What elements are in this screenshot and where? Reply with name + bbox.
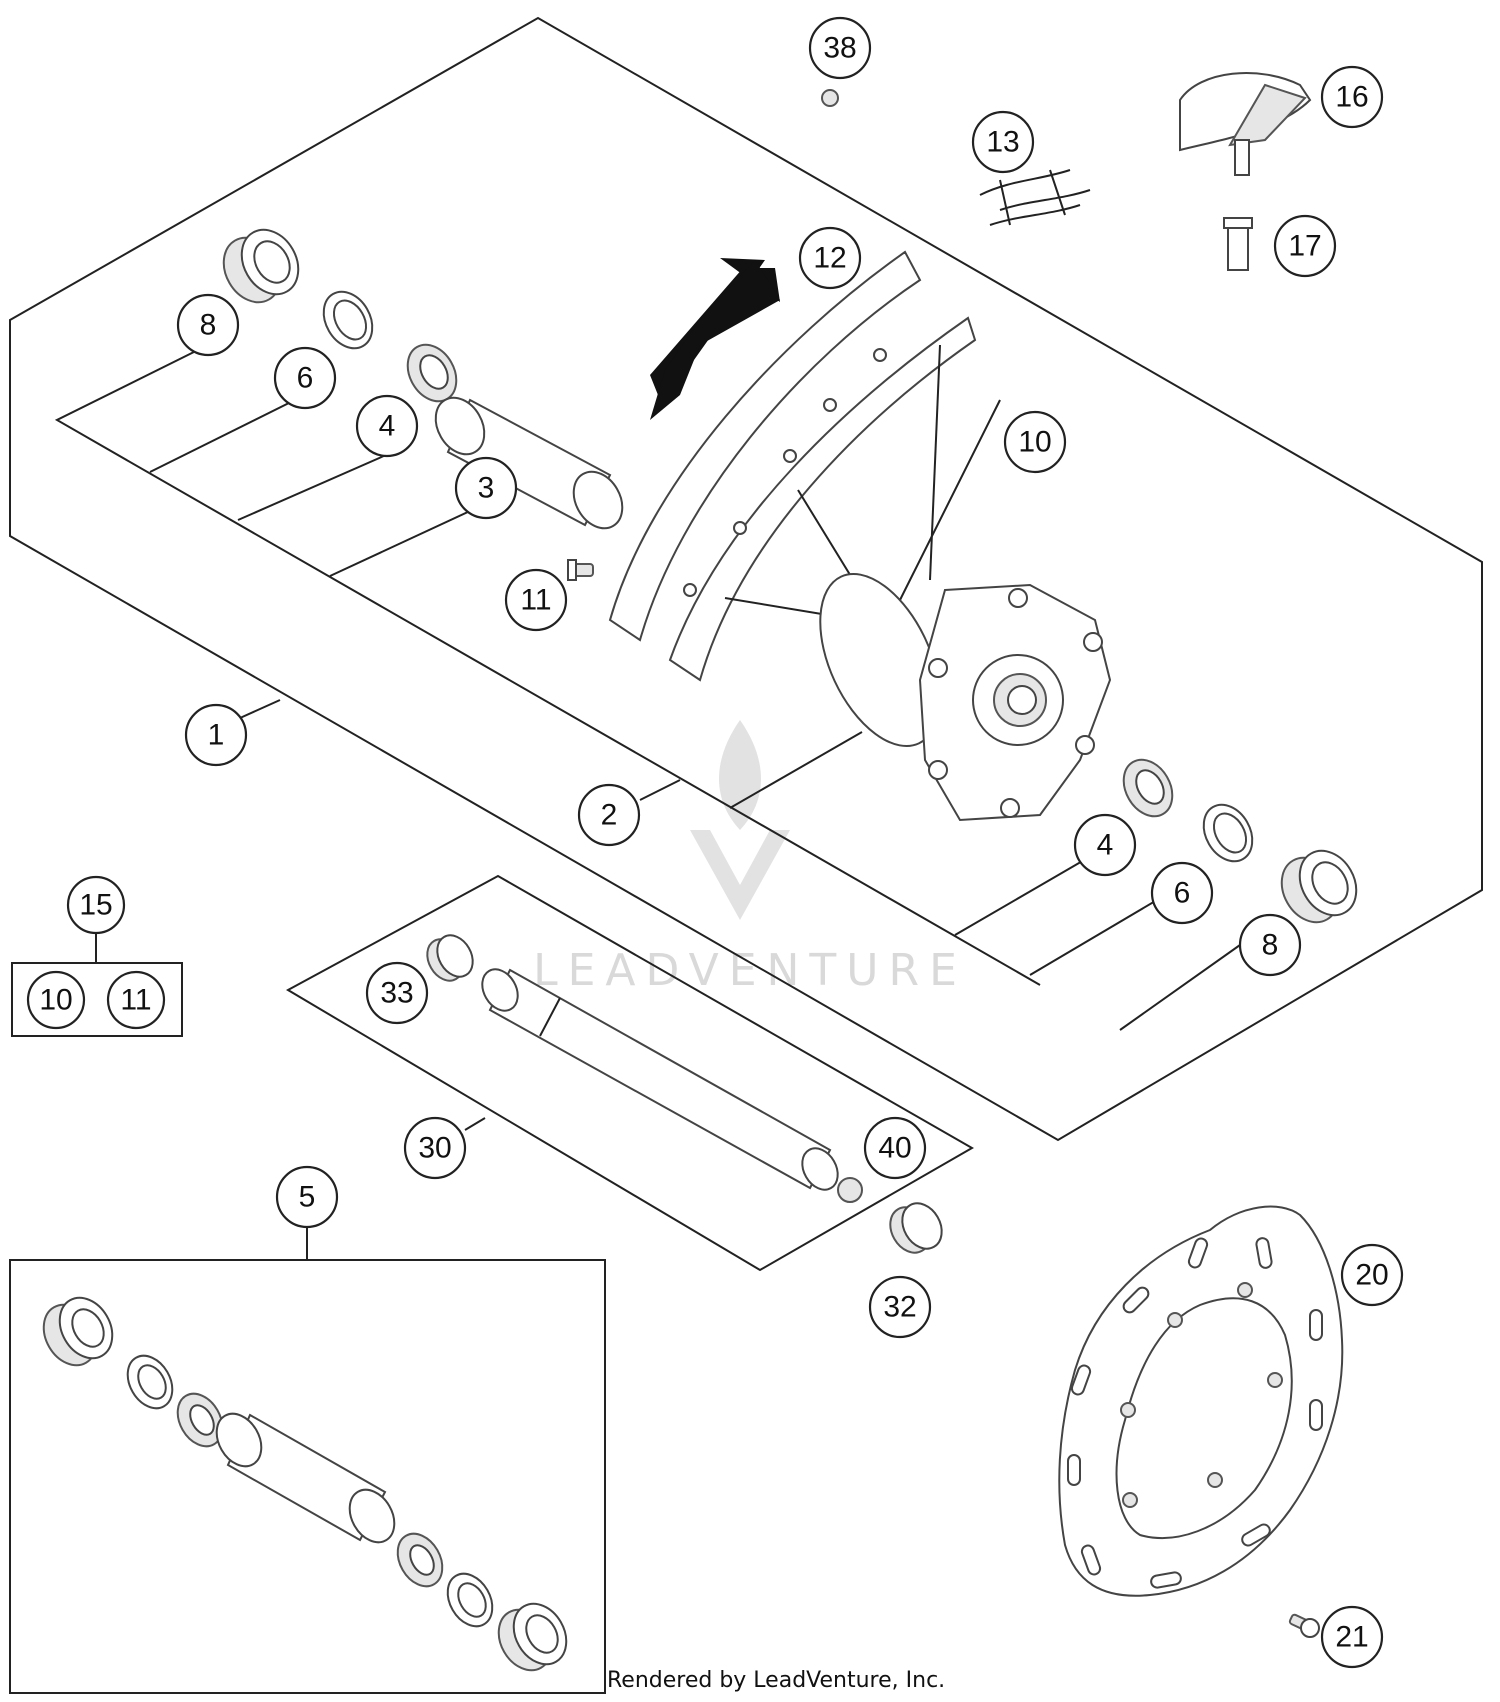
rotation-arrow-body: [650, 260, 780, 420]
watermark-text: LEADVENTURE: [533, 945, 967, 996]
seal-ring-upper: [222, 228, 300, 304]
leader-30: [464, 1117, 486, 1131]
valve-cap: [1179, 72, 1312, 176]
kit-5-contents: [42, 1296, 568, 1672]
valve-insert: [1223, 217, 1253, 271]
spacer-ring-lower: [1202, 803, 1254, 863]
rim: [608, 250, 977, 682]
axle-spacer: [889, 1202, 943, 1254]
bearing-lower: [1122, 758, 1174, 818]
callout-label: 32: [883, 1291, 916, 1324]
callout-30: 30: [403, 1116, 467, 1180]
callout-16: 16: [1320, 65, 1384, 129]
callout-label: 4: [1097, 829, 1114, 862]
callout-label: 1: [208, 719, 225, 752]
callout-13: 13: [971, 110, 1035, 174]
callout-label: 15: [79, 889, 112, 922]
callout-label: 30: [418, 1132, 451, 1165]
callout-label: 6: [1174, 877, 1191, 910]
callout-label: 12: [813, 242, 846, 275]
callout-38: 38: [808, 16, 872, 80]
small-seal: [426, 934, 474, 982]
callout-6-lower: 6: [1150, 861, 1214, 925]
callout-label: 21: [1335, 1621, 1368, 1654]
callout-label: 6: [297, 362, 314, 395]
callout-8-upper: 8: [176, 293, 240, 357]
leader-lines-left: [54, 344, 1241, 1031]
callout-label: 13: [986, 126, 1019, 159]
bearing-upper: [406, 343, 458, 403]
watermark: LEADVENTURE: [533, 720, 967, 996]
callout-15-item-11: 11: [106, 970, 166, 1030]
callout-21: 21: [1320, 1605, 1384, 1669]
callout-label: 10: [39, 984, 72, 1017]
callout-33: 33: [365, 961, 429, 1025]
callout-10: 10: [1003, 410, 1067, 474]
spoke-nipple-small: [567, 559, 594, 581]
callout-40: 40: [863, 1116, 927, 1180]
callout-1: 1: [184, 703, 248, 767]
callout-label: 16: [1335, 81, 1368, 114]
brake-disc: [1058, 1205, 1344, 1597]
callout-4-upper: 4: [355, 394, 419, 458]
callout-17: 17: [1273, 214, 1337, 278]
wheel-assembly-outline: [9, 16, 1483, 1142]
callout-label: 2: [601, 799, 618, 832]
nut-small: [821, 89, 839, 107]
callout-2: 2: [577, 783, 641, 847]
footer-credit: Rendered by LeadVenture, Inc.: [607, 1668, 946, 1693]
callout-20: 20: [1340, 1243, 1404, 1307]
callout-label: 4: [379, 410, 396, 443]
callout-8-lower: 8: [1238, 913, 1302, 977]
spacer-ring-upper: [322, 290, 374, 350]
callout-11: 11: [504, 568, 568, 632]
disc-bolt: [1288, 1613, 1320, 1638]
callout-3: 3: [454, 456, 518, 520]
callout-4-lower: 4: [1073, 813, 1137, 877]
callout-label: 17: [1288, 230, 1321, 263]
spacer-sleeve: [434, 396, 624, 530]
callout-label: 38: [823, 32, 856, 65]
axle-group-outline: [285, 874, 975, 1272]
callout-label: 11: [120, 984, 151, 1017]
rim-tape: [979, 169, 1091, 226]
callout-label: 5: [299, 1181, 316, 1214]
callout-15: 15: [66, 875, 126, 935]
callout-label: 8: [1262, 929, 1279, 962]
callout-6-upper: 6: [273, 346, 337, 410]
kit-15-group: [11, 930, 183, 1037]
callout-5: 5: [275, 1165, 339, 1229]
callout-label: 33: [380, 977, 413, 1010]
callout-label: 40: [878, 1132, 911, 1165]
callout-label: 11: [520, 584, 551, 617]
callout-15-item-10: 10: [26, 970, 86, 1030]
hub: [819, 572, 1112, 822]
callout-label: 20: [1355, 1259, 1388, 1292]
axle: [481, 968, 839, 1191]
axle-nut: [837, 1177, 863, 1203]
callout-32: 32: [868, 1275, 932, 1339]
callout-label: 8: [200, 309, 217, 342]
callout-12: 12: [798, 226, 862, 290]
callout-label: 10: [1018, 426, 1051, 459]
seal-ring-lower: [1280, 849, 1358, 924]
callout-label: 3: [478, 472, 495, 505]
